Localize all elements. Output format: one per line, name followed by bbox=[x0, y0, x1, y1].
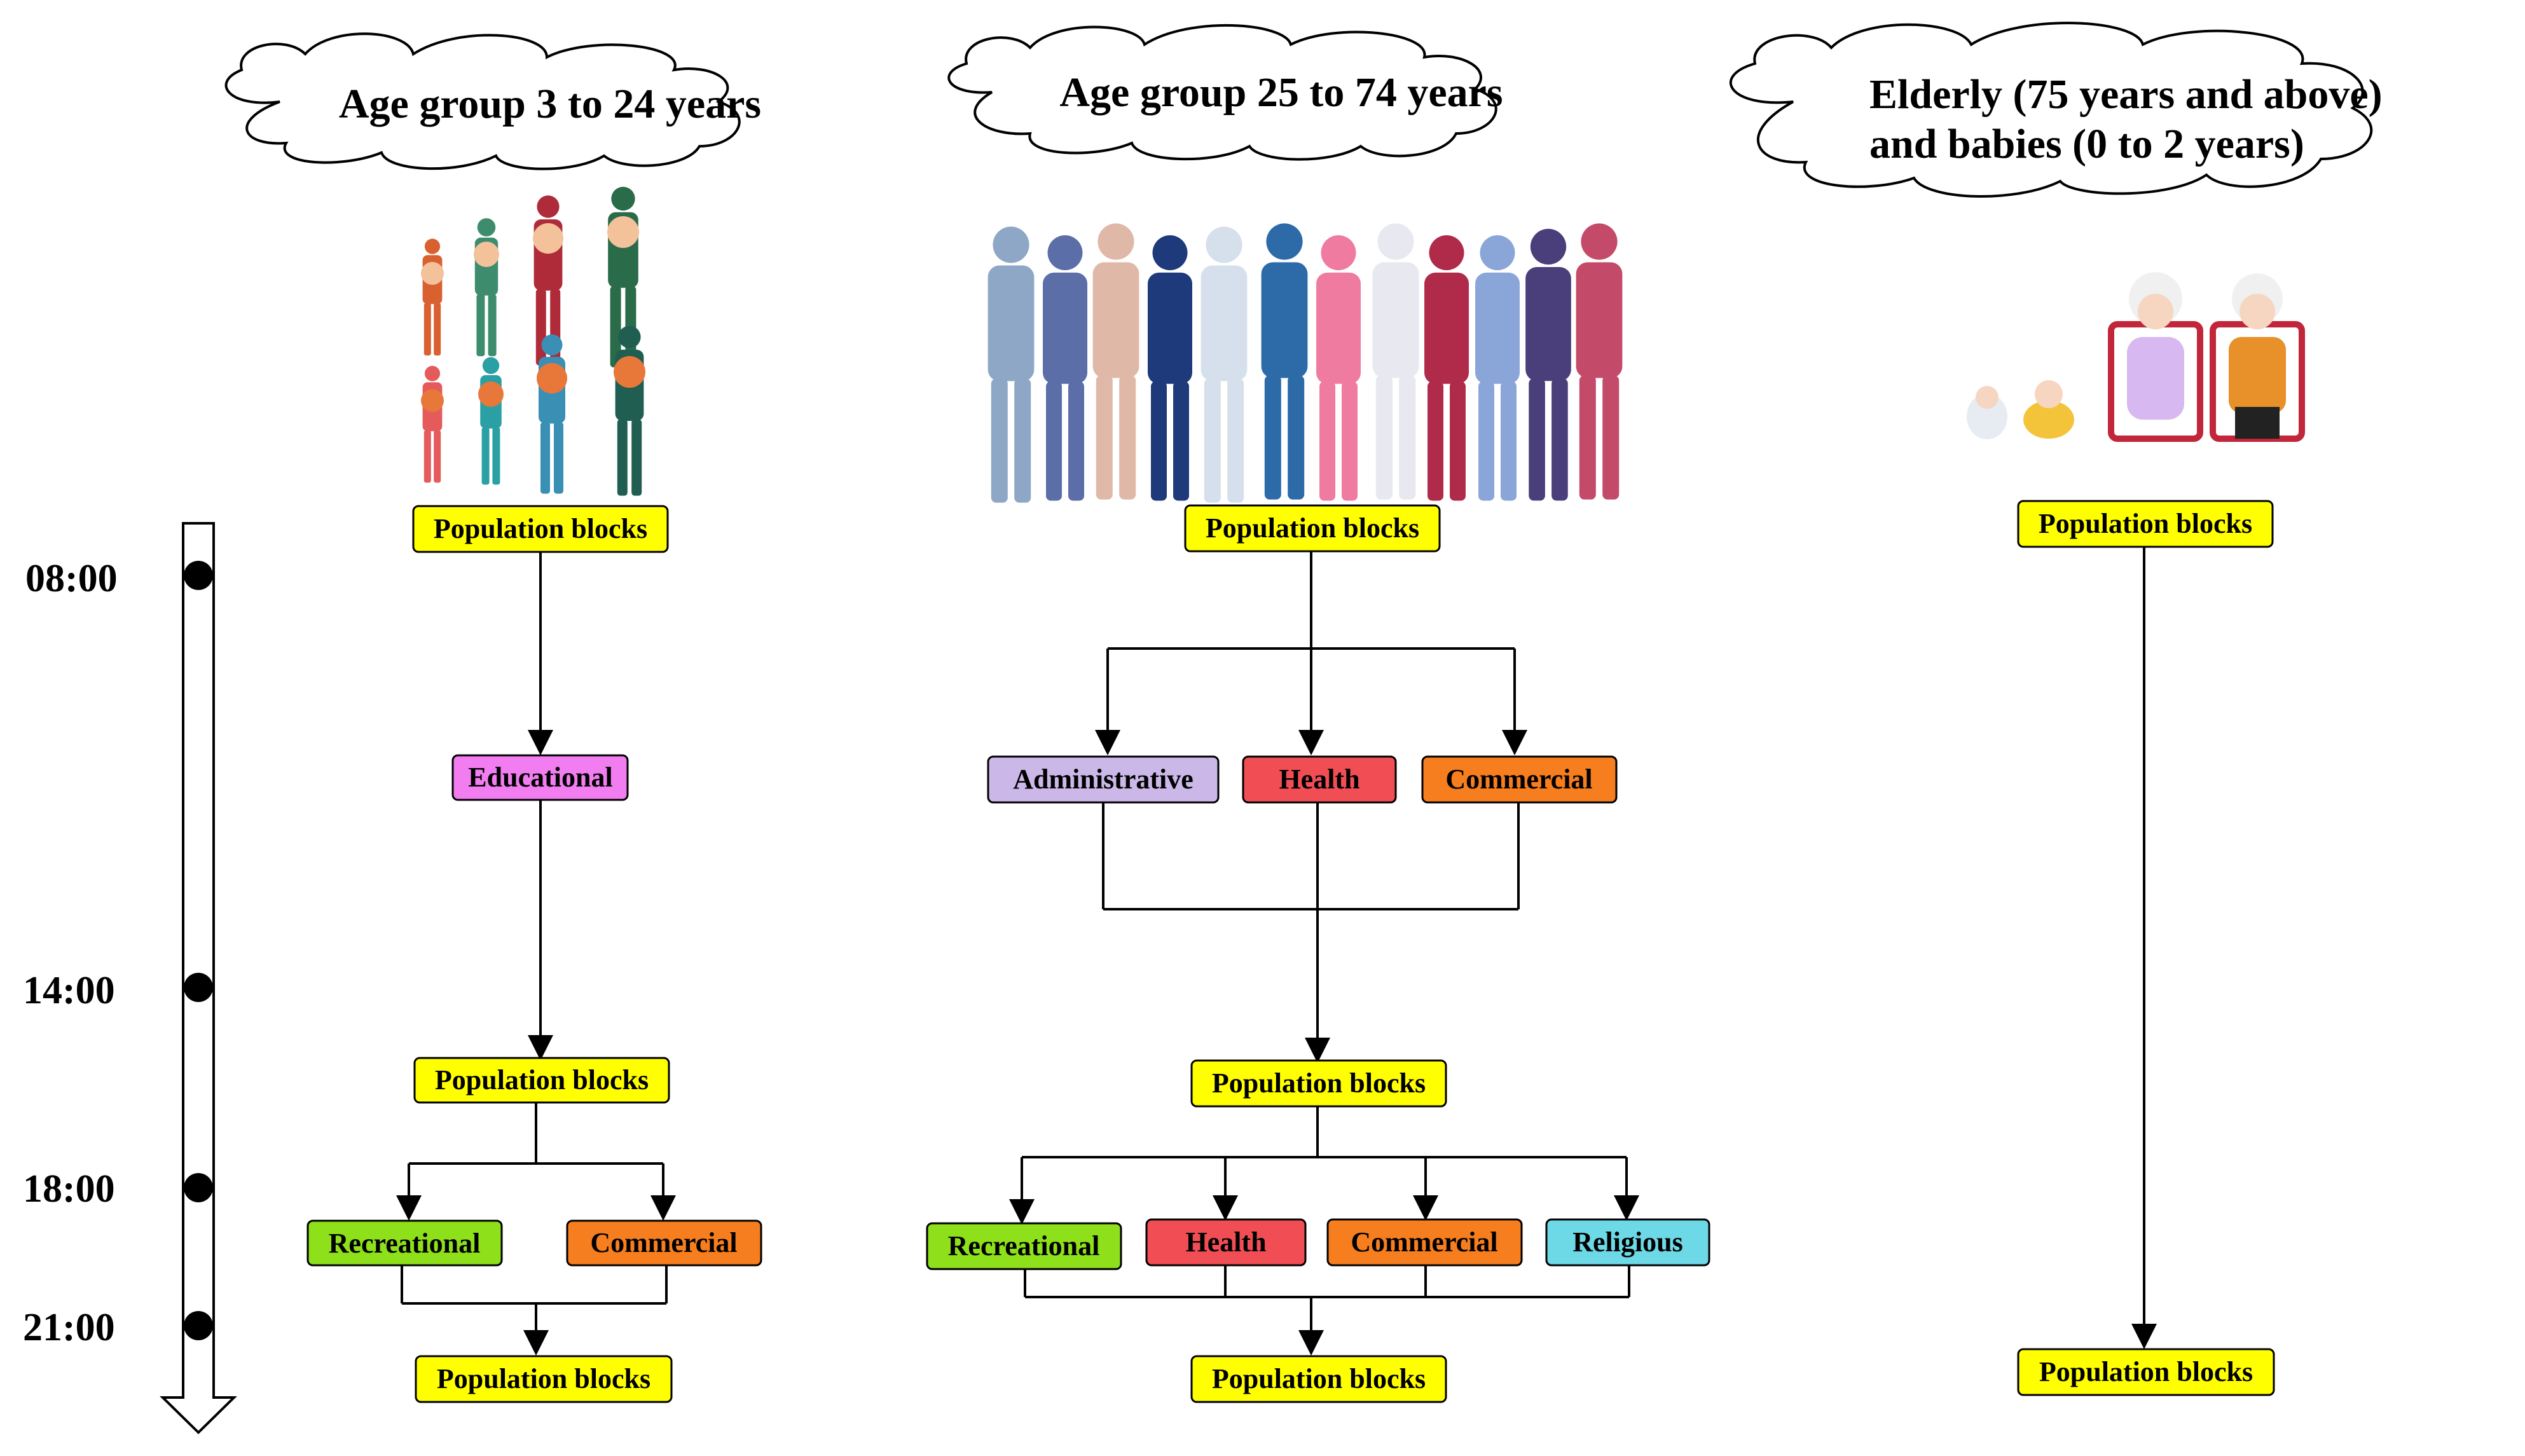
cloud-shape bbox=[224, 32, 741, 170]
box-label: Administrative bbox=[1013, 764, 1194, 795]
box-label: Population blocks bbox=[2039, 508, 2252, 539]
box-label: Population blocks bbox=[434, 513, 647, 544]
cloud-shape bbox=[947, 24, 1497, 161]
illustration-elderly-babies bbox=[1967, 272, 2305, 442]
box-label: Recreational bbox=[329, 1228, 481, 1259]
group-title-elderly-line2: and babies (0 to 2 years) bbox=[1869, 121, 2304, 167]
box-elderly-population-1: Population blocks bbox=[2017, 500, 2274, 548]
box-adult-religious: Religious bbox=[1545, 1218, 1710, 1267]
box-label: Population blocks bbox=[435, 1064, 649, 1095]
box-young-educational: Educational bbox=[451, 754, 629, 801]
time-label-2100: 21:00 bbox=[23, 1306, 115, 1349]
time-label-1400: 14:00 bbox=[23, 969, 115, 1012]
time-marker bbox=[184, 561, 213, 590]
box-label: Commercial bbox=[590, 1227, 737, 1258]
cloud-adult: Age group 25 to 74 years bbox=[947, 24, 1503, 161]
box-adult-health-1: Health bbox=[1242, 755, 1397, 804]
time-marker bbox=[184, 1173, 213, 1202]
boxes: Population blocks Educational Population… bbox=[306, 500, 2275, 1403]
box-young-population-3: Population blocks bbox=[415, 1355, 673, 1403]
cloud-shape bbox=[1729, 22, 2373, 198]
illustration-children bbox=[421, 186, 645, 496]
box-elderly-population-2: Population blocks bbox=[2017, 1348, 2275, 1396]
box-adult-population-2: Population blocks bbox=[1190, 1059, 1447, 1108]
time-label-1800: 18:00 bbox=[23, 1167, 115, 1211]
box-young-commercial: Commercial bbox=[566, 1219, 762, 1267]
box-label: Population blocks bbox=[1212, 1363, 1426, 1394]
connectors bbox=[396, 547, 2157, 1356]
box-adult-recreational: Recreational bbox=[926, 1222, 1122, 1270]
cloud-elderly: Elderly (75 years and above) and babies … bbox=[1729, 22, 2383, 198]
cloud-young: Age group 3 to 24 years bbox=[224, 32, 761, 170]
group-title-elderly-line1: Elderly (75 years and above) bbox=[1869, 71, 2383, 118]
box-label: Population blocks bbox=[437, 1363, 650, 1394]
box-label: Population blocks bbox=[1206, 512, 1419, 544]
box-adult-commercial-1: Commercial bbox=[1421, 755, 1618, 804]
time-label-0800: 08:00 bbox=[25, 557, 118, 600]
box-label: Health bbox=[1279, 764, 1359, 795]
group-title-adult: Age group 25 to 74 years bbox=[1059, 69, 1503, 116]
group-title-young: Age group 3 to 24 years bbox=[339, 81, 761, 127]
box-young-recreational: Recreational bbox=[306, 1219, 503, 1267]
box-adult-population-3: Population blocks bbox=[1190, 1355, 1447, 1403]
box-young-population-2: Population blocks bbox=[413, 1057, 670, 1104]
box-adult-commercial-2: Commercial bbox=[1326, 1218, 1523, 1267]
box-adult-population-1: Population blocks bbox=[1184, 504, 1441, 553]
box-label: Population blocks bbox=[2039, 1356, 2253, 1387]
time-marker bbox=[184, 973, 213, 1002]
box-label: Health bbox=[1185, 1226, 1266, 1258]
time-marker bbox=[184, 1311, 213, 1340]
box-adult-administrative: Administrative bbox=[987, 755, 1220, 804]
box-label: Educational bbox=[468, 762, 612, 793]
box-young-population-1: Population blocks bbox=[412, 505, 669, 553]
illustration-adults bbox=[987, 223, 1623, 503]
box-label: Population blocks bbox=[1212, 1068, 1426, 1099]
box-label: Recreational bbox=[948, 1230, 1100, 1261]
box-adult-health-2: Health bbox=[1145, 1218, 1307, 1267]
timeline: 08:00 14:00 18:00 21:00 bbox=[23, 522, 237, 1434]
box-label: Commercial bbox=[1351, 1226, 1497, 1258]
box-label: Commercial bbox=[1445, 764, 1592, 795]
box-label: Religious bbox=[1572, 1226, 1683, 1258]
